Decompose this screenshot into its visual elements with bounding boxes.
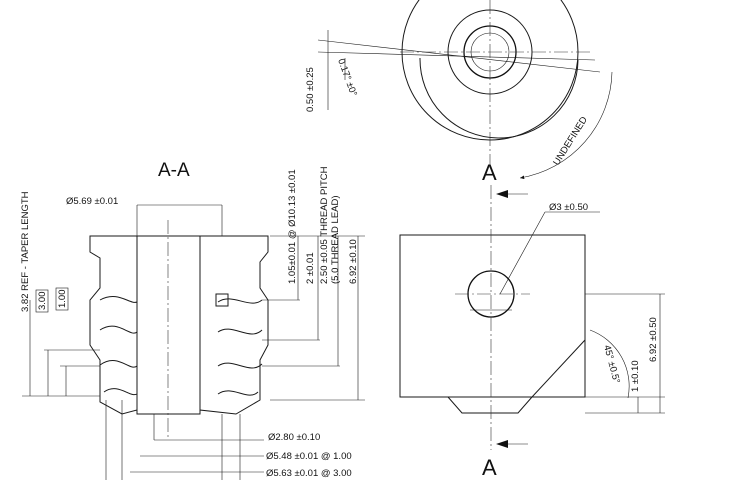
dim-undefined: UNDEFINED [551, 115, 590, 168]
dim-box-100-frame: 1.00 [55, 287, 69, 311]
section-view [89, 220, 269, 440]
dim-thread-lead: (5.0 THREAD LEAD) [330, 195, 341, 284]
dim-dia-563: Ø5.63 ±0.01 @ 3.00 [266, 468, 352, 479]
dim-dia-1013: 1.05±0.01 @ Ø10.13 ±0.01 [287, 169, 298, 284]
dim-top-050: 0.50 ±0.25 [305, 67, 316, 112]
dim-chamfer-angle: 45° ±0.5° [601, 344, 622, 385]
dim-bore-dia: Ø2.80 ±0.10 [268, 432, 320, 443]
dim-top-angle: 0.17° ±0° [335, 57, 359, 98]
dim-thread-pitch: 2.50 ±0.05 THREAD PITCH [319, 166, 330, 284]
dim-box-100: 1.00 [57, 290, 68, 309]
top-arc-circle [419, 57, 579, 139]
dim-box-300: 3.00 [37, 292, 48, 311]
dim-taper-length: 3.82 REF - TAPER LENGTH [20, 191, 31, 312]
section-dims [22, 204, 365, 480]
dim-length-692: 6.92 ±0.10 [348, 239, 359, 284]
side-view [399, 185, 665, 450]
dim-box-300-frame: 3.00 [35, 289, 49, 313]
dim-hole-dia: Ø3 ±0.50 [549, 202, 588, 213]
dim-len-2: 2 ±0.01 [305, 252, 316, 284]
dim-side-692: 6.92 ±0.50 [648, 317, 659, 362]
dim-outer-dia: Ø5.69 ±0.01 [66, 196, 118, 207]
top-view [317, 0, 613, 180]
section-title: A-A [158, 160, 190, 181]
dim-dia-548: Ø5.48 ±0.01 @ 1.00 [266, 451, 352, 462]
section-mark-top: A [482, 160, 497, 185]
section-mark-bottom: A [482, 455, 497, 480]
dim-side-1: 1 ±0.10 [630, 360, 641, 392]
